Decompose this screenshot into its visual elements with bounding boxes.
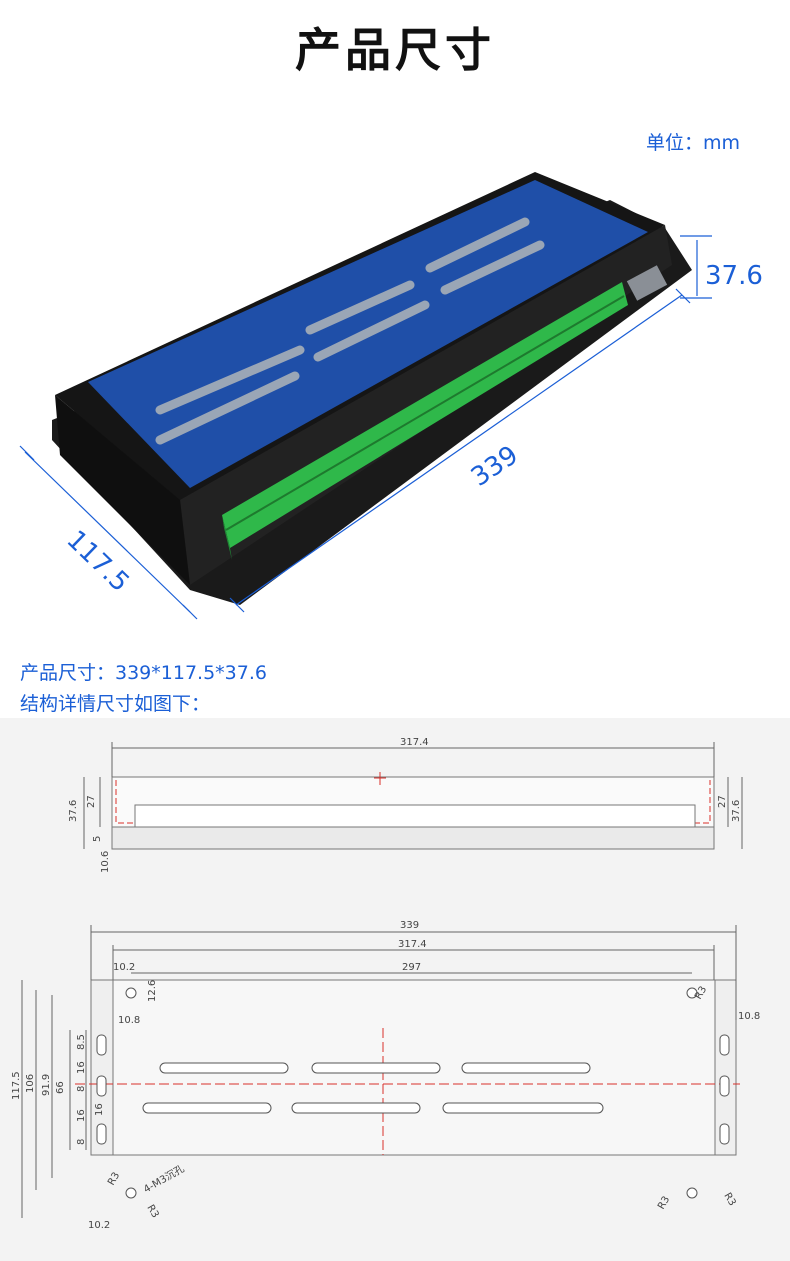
- side-right-h2: 37.6: [731, 800, 742, 822]
- r3-a-label: R3: [106, 1170, 122, 1187]
- r3-c-label: R3: [656, 1194, 672, 1211]
- slot-16a-label: 16: [76, 1061, 87, 1074]
- left-margin-label: 10.8: [118, 1015, 140, 1026]
- bottom-left-label: 10.2: [88, 1220, 110, 1231]
- slot-8c-label: 8: [76, 1139, 87, 1145]
- housing-end: [55, 395, 190, 585]
- top-inner-label: 317.4: [398, 939, 427, 950]
- spec-size-line: 产品尺寸：339*117.5*37.6: [20, 662, 267, 684]
- side-view: 317.4 37.6 27 5 10.6 27 37.6: [68, 737, 743, 873]
- top-view: 339 317.4 297 10.2 12.6 10.8 10.8 117.5 …: [11, 920, 760, 1231]
- terminal-blocks: [222, 282, 628, 560]
- top-hole-span-label: 297: [402, 962, 421, 973]
- db9-connector: [626, 265, 668, 301]
- r3-b-label: R3: [144, 1203, 160, 1220]
- top-offset-label: 12.6: [147, 980, 158, 1002]
- slot-16c-label: 16: [94, 1103, 105, 1116]
- side-width-label: 317.4: [400, 737, 429, 748]
- right-margin-label: 10.8: [738, 1011, 760, 1022]
- page-title: 产品尺寸: [295, 23, 495, 77]
- side-left-h1: 37.6: [68, 800, 79, 822]
- hole-spec-label: 4-M3沉孔: [141, 1162, 186, 1196]
- slot-8b-label: 8: [76, 1086, 87, 1092]
- height-106-label: 106: [25, 1074, 36, 1093]
- slot-8a-label: 8.5: [76, 1034, 87, 1050]
- side-left-small: 5: [92, 836, 103, 842]
- side-left-h2: 27: [86, 795, 97, 808]
- height-919-label: 91.9: [41, 1074, 52, 1096]
- top-overall-label: 339: [400, 920, 419, 931]
- spec-detail-line: 结构详情尺寸如图下：: [20, 693, 211, 715]
- height-dim-label: 37.6: [705, 261, 763, 291]
- side-right-h1: 27: [717, 795, 728, 808]
- slot-16b-label: 16: [76, 1109, 87, 1122]
- side-left-base: 10.6: [100, 851, 111, 873]
- height-total-label: 117.5: [11, 1071, 22, 1100]
- r3-d-label: R3: [721, 1191, 737, 1208]
- top-edge-label: 10.2: [113, 962, 135, 973]
- unit-label: 单位：mm: [646, 132, 741, 154]
- height-66-label: 66: [55, 1081, 66, 1094]
